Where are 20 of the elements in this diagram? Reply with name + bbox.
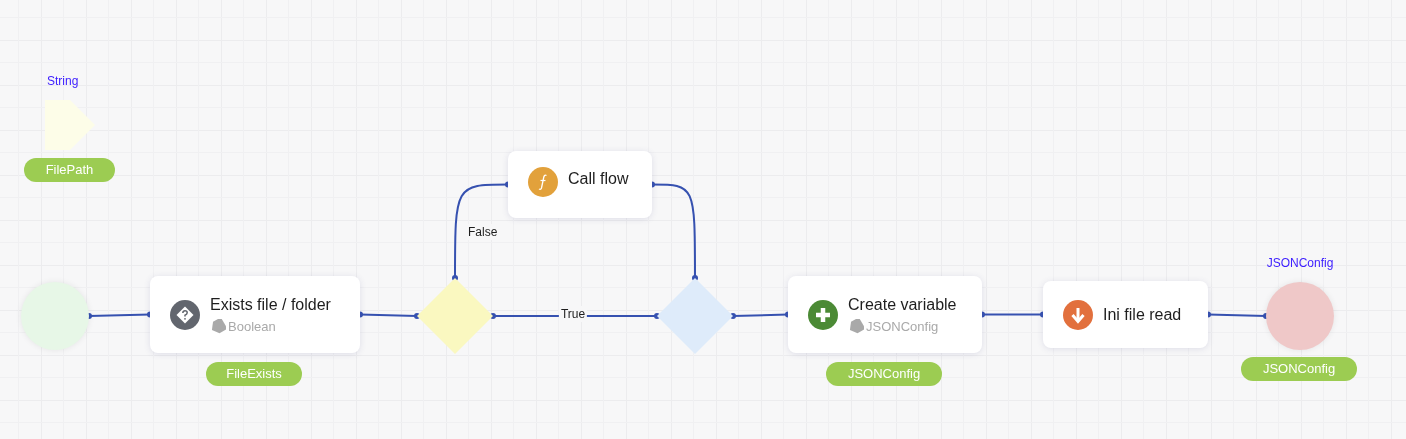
type-label: JSONConfig [1266,255,1334,272]
activity-title: Create variable [848,294,957,315]
decision-diamond [417,278,493,354]
activity-title: Call flow [568,169,629,189]
activity-card [508,151,652,218]
output-type-label: JSONConfig [866,317,939,336]
merge-diamond [657,278,733,354]
activity-title: Ini file read [1103,304,1182,325]
variable-name-tag: FilePath [24,158,115,182]
activity-title: Exists file / folder [210,294,331,315]
activity-card [1043,281,1208,348]
edge-label: False [466,224,500,240]
edge-label: True [558,306,588,322]
activity-card [788,276,982,353]
type-label: String [47,73,79,90]
variable-name-tag: FileExists [206,362,302,386]
activity-card [150,276,360,353]
output-type-label: Boolean [228,317,276,336]
variable-name-tag: JSONConfig [826,362,942,386]
variable-name-tag: JSONConfig [1241,357,1357,381]
